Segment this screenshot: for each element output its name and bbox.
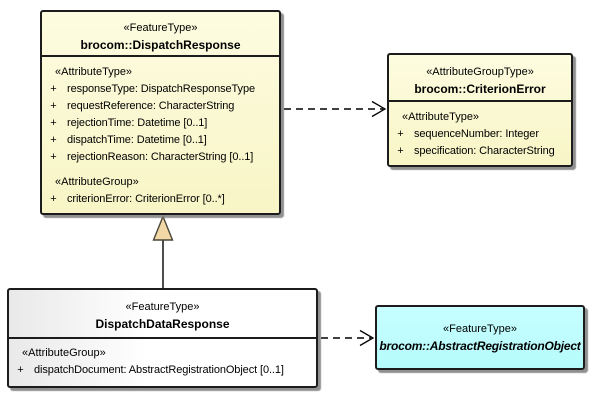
visibility-plus: +	[50, 100, 57, 112]
attribute-text: dispatchDocument: AbstractRegistrationOb…	[34, 364, 284, 376]
attribute-group-heading: «AttributeGroup»	[55, 176, 139, 188]
attribute-row: + specification: CharacterString	[389, 143, 571, 160]
open-arrowhead-icon	[371, 100, 387, 118]
class-dispatch-response: «FeatureType» brocom::DispatchResponse «…	[40, 10, 281, 215]
stereotype-label: «FeatureType»	[443, 322, 517, 335]
class-criterion-error: «AttributeGroupType» brocom::CriterionEr…	[387, 53, 573, 167]
visibility-plus: +	[50, 193, 57, 205]
attribute-text: sequenceNumber: Integer	[414, 128, 539, 140]
stereotype-label: «FeatureType»	[125, 301, 200, 313]
visibility-plus: +	[50, 83, 57, 95]
visibility-plus: +	[50, 117, 57, 129]
class-name: DispatchDataResponse	[95, 317, 230, 331]
class-name: brocom::CriterionError	[414, 82, 546, 96]
visibility-plus: +	[397, 128, 404, 140]
visibility-plus: +	[50, 151, 57, 163]
class-header: «FeatureType» brocom::DispatchResponse	[42, 12, 279, 57]
attribute-compartment: «AttributeType» + sequenceNumber: Intege…	[389, 102, 571, 160]
stereotype-label: «FeatureType»	[123, 22, 198, 34]
class-header: «FeatureType» DispatchDataResponse	[9, 290, 316, 339]
attribute-row: + dispatchDocument: AbstractRegistration…	[9, 362, 316, 379]
open-arrowhead-icon	[359, 329, 375, 347]
class-dispatch-data-response: «FeatureType» DispatchDataResponse «Attr…	[7, 288, 318, 388]
attribute-text: rejectionReason: CharacterString [0..1]	[67, 151, 254, 163]
attribute-row: + rejectionReason: CharacterString [0..1…	[42, 149, 279, 166]
attribute-type-heading: «AttributeType»	[55, 66, 133, 78]
visibility-plus: +	[397, 145, 404, 157]
attribute-type-heading: «AttributeType»	[402, 111, 480, 123]
dependency-connector-criterion-error	[284, 100, 387, 118]
attribute-text: responseType: DispatchResponseType	[67, 83, 255, 95]
generalization-connector	[152, 214, 174, 288]
attribute-compartment: «AttributeGroup» + dispatchDocument: Abs…	[9, 339, 316, 379]
attribute-text: rejectionTime: Datetime [0..1]	[67, 117, 208, 129]
attribute-row: + requestReference: CharacterString	[42, 98, 279, 115]
class-name: brocom::DispatchResponse	[80, 38, 241, 52]
attribute-text: specification: CharacterString	[414, 145, 555, 157]
class-name: brocom::AbstractRegistrationObject	[379, 338, 581, 353]
attribute-compartment: «AttributeType» + responseType: Dispatch…	[42, 57, 279, 208]
visibility-plus: +	[17, 364, 24, 376]
attribute-text: criterionError: CriterionError [0..*]	[67, 193, 225, 205]
attribute-text: dispatchTime: Datetime [0..1]	[67, 134, 207, 146]
class-header: «AttributeGroupType» brocom::CriterionEr…	[389, 55, 571, 102]
attribute-row: + rejectionTime: Datetime [0..1]	[42, 115, 279, 132]
attribute-text: requestReference: CharacterString	[67, 100, 235, 112]
generalization-triangle-arrowhead	[152, 214, 174, 241]
stereotype-label: «AttributeGroupType»	[426, 66, 534, 78]
attribute-row: + dispatchTime: Datetime [0..1]	[42, 132, 279, 149]
attribute-row: + sequenceNumber: Integer	[389, 126, 571, 143]
attribute-row: + responseType: DispatchResponseType	[42, 81, 279, 98]
visibility-plus: +	[50, 134, 57, 146]
section-gap	[42, 166, 279, 174]
attribute-group-heading: «AttributeGroup»	[22, 347, 106, 359]
dependency-connector-abstract-registration-object	[321, 329, 375, 347]
class-abstract-registration-object: «FeatureType» brocom::AbstractRegistrati…	[375, 305, 585, 370]
attribute-row: + criterionError: CriterionError [0..*]	[42, 191, 279, 208]
